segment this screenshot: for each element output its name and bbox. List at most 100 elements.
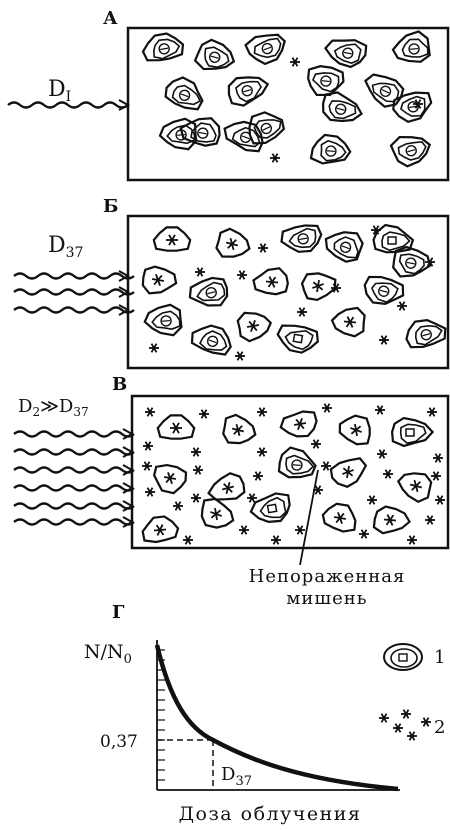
panel-a-dose-label: DI (48, 77, 71, 105)
hit-star-icon (170, 423, 182, 433)
star-icon (401, 710, 411, 719)
star-icon (191, 448, 201, 457)
star-icon (322, 404, 332, 413)
star-icon (142, 462, 152, 471)
panel-c-radiation-waves (14, 429, 134, 527)
panel-a: А DI (8, 8, 448, 180)
damaged-cell-icon (252, 266, 289, 295)
intact-cell-icon (389, 130, 433, 169)
star-icon (295, 526, 305, 535)
star-icon (427, 408, 437, 417)
hit-star-icon (341, 465, 356, 479)
graph-tick-037: 0,37 (100, 732, 138, 752)
radiation-wave (14, 308, 134, 313)
star-icon (237, 271, 247, 280)
hit-star-icon (151, 274, 165, 286)
damaged-cell-icon (328, 455, 370, 491)
intact-cell-icon (243, 106, 288, 148)
intact-cell-icon (279, 223, 323, 256)
star-icon (435, 496, 445, 505)
star-icon (173, 502, 183, 511)
intact-cell-icon (141, 31, 185, 63)
star-icon (379, 336, 389, 345)
intact-cell-icon (391, 245, 432, 281)
graph-x-label: Доза облучения (179, 803, 362, 825)
panel-b: Б D37 (14, 196, 448, 368)
intact-cell-icon (162, 73, 207, 112)
damaged-cell-icon (141, 265, 179, 298)
star-icon (257, 408, 267, 417)
arrowhead-icon (123, 465, 132, 475)
panel-c-letter: В (112, 374, 127, 395)
star-icon (297, 308, 307, 317)
intact-cell-icon (392, 31, 431, 64)
star-icon (247, 494, 257, 503)
hit-star-icon (209, 507, 224, 521)
damaged-cell-icon (321, 502, 359, 534)
star-icon (377, 450, 387, 459)
star-icon (149, 344, 159, 353)
star-icon (290, 58, 300, 67)
hit-star-icon (166, 235, 178, 245)
star-icon (321, 462, 331, 471)
hit-star-icon (349, 423, 364, 437)
intact-cell-icon (403, 315, 449, 351)
star-icon (199, 410, 209, 419)
panel-c-dose-label: D2≫D37 (18, 396, 89, 419)
radiation-wave (14, 504, 134, 509)
star-icon (383, 470, 393, 479)
legend-number-1: 1 (434, 647, 445, 668)
damaged-cell-icon (197, 496, 238, 534)
damaged-cell-icon (279, 409, 319, 440)
star-icon (425, 516, 435, 525)
star-icon (431, 472, 441, 481)
survival-graph: Г N/N0 0,37 D37 Доза облучения (84, 602, 400, 825)
star-icon (257, 448, 267, 457)
radiation-wave (14, 450, 134, 455)
panel-b-letter: Б (103, 196, 118, 217)
star-icon (183, 536, 193, 545)
star-icon (193, 466, 203, 475)
unaffected-target-cell-icon (275, 323, 319, 355)
damaged-cell-icon (331, 306, 365, 337)
panel-b-box (128, 216, 448, 368)
graph-letter: Г (112, 602, 125, 623)
arrowhead-icon (123, 429, 132, 439)
star-icon (258, 244, 268, 253)
arrowhead-icon (123, 501, 132, 511)
arrowhead-icon (119, 100, 128, 110)
panel-b-dose-label: D37 (48, 233, 83, 261)
panel-b-radiation-waves (14, 271, 134, 315)
radiation-wave (14, 432, 134, 437)
star-icon (191, 494, 201, 503)
panel-c: В D2≫D37 Непораженная мишень (14, 374, 448, 609)
panel-c-cells (142, 404, 445, 545)
star-icon (271, 536, 281, 545)
unaffected-target-pointer (300, 470, 318, 565)
star-icon (407, 732, 417, 741)
damaged-cell-icon (142, 515, 180, 543)
star-icon (379, 714, 389, 723)
intact-cell-icon (143, 304, 182, 338)
star-icon (235, 352, 245, 361)
target-caption-line-2: мишень (286, 588, 367, 609)
hit-star-icon (333, 512, 347, 524)
star-icon (239, 526, 249, 535)
damaged-cell-icon (220, 413, 259, 449)
damaged-cell-icon (335, 411, 375, 448)
intact-cell-icon (189, 320, 236, 358)
legend-number-2: 2 (434, 717, 445, 738)
star-icon (397, 302, 407, 311)
intact-cell-icon (279, 447, 317, 480)
hit-star-icon (231, 423, 245, 436)
intact-cell-icon (323, 35, 368, 69)
damaged-cell-icon (373, 506, 410, 536)
survival-curve (157, 645, 398, 789)
star-icon (375, 406, 385, 415)
legend-star-icon (379, 710, 431, 741)
hit-star-icon (163, 472, 177, 484)
hit-star-icon (246, 320, 260, 332)
hit-star-icon (311, 279, 326, 293)
target-caption-line-1: Непораженная (249, 566, 406, 587)
